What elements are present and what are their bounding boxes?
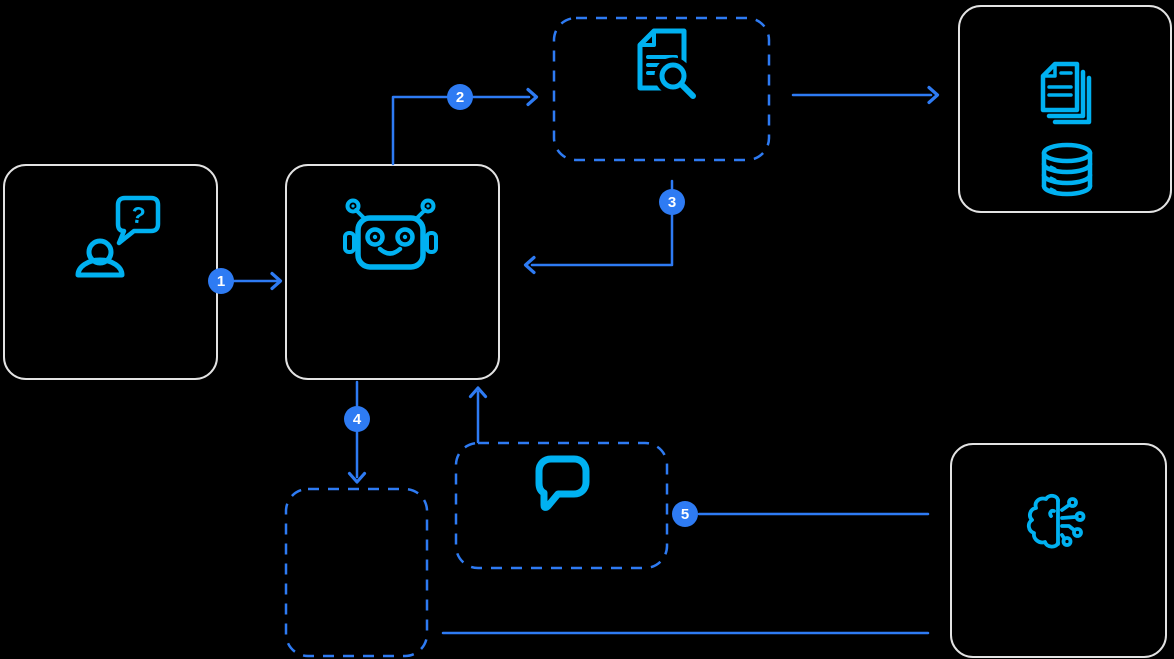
arrowhead-right-icon	[270, 271, 283, 291]
database-icon	[1041, 142, 1093, 197]
documents-stack-icon	[1040, 61, 1092, 125]
arrowhead-up-icon	[468, 386, 488, 399]
robot-icon	[343, 198, 438, 270]
step-badge-5: 5	[672, 501, 698, 527]
step-badge-3: 3	[659, 189, 685, 215]
arrowhead-right-icon	[927, 85, 940, 105]
step-badge-2: 2	[447, 84, 473, 110]
arrowhead-down-icon	[347, 471, 367, 484]
chat-bubble-icon	[535, 455, 590, 511]
memory-node	[284, 487, 429, 658]
document-store-node	[958, 5, 1172, 213]
user-question-icon: ?	[75, 195, 161, 278]
document-search-node	[552, 16, 771, 162]
edge-chatbot-to-search	[391, 95, 531, 166]
brain-circuit-icon	[1026, 493, 1086, 549]
question-mark: ?	[129, 201, 147, 229]
step-badge-1: 1	[208, 268, 234, 294]
ai-model-node	[950, 443, 1167, 658]
edge-search-to-chatbot	[530, 179, 674, 267]
arrowhead-right-icon	[526, 87, 539, 107]
arrowhead-left-icon	[523, 255, 536, 275]
document-search-icon	[637, 28, 696, 99]
step-badge-4: 4	[344, 406, 370, 432]
chat-response-node	[454, 441, 669, 570]
